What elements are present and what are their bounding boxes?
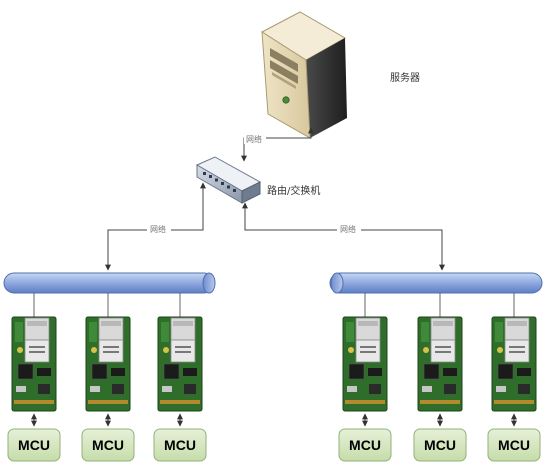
mcu-box — [338, 428, 392, 462]
ethernet-module-board-icon — [417, 316, 463, 412]
mcu-label: MCU — [498, 437, 530, 453]
module-right-2: MCU — [413, 293, 467, 462]
ethernet-module-board-icon — [11, 316, 57, 412]
server-router-link-label: 网络 — [246, 134, 262, 144]
router-label: 路由/交换机 — [267, 184, 320, 197]
router-switch-icon — [195, 156, 262, 204]
server-icon — [261, 11, 347, 139]
mcu-box — [81, 428, 135, 462]
mcu-label: MCU — [92, 437, 124, 453]
mcu-box — [7, 428, 61, 462]
module-right-3: MCU — [487, 293, 541, 462]
mcu-box — [413, 428, 467, 462]
server-label: 服务器 — [390, 71, 420, 84]
ethernet-module-board-icon — [157, 316, 203, 412]
ethernet-module-board-icon — [85, 316, 131, 412]
mcu-label: MCU — [18, 437, 50, 453]
mcu-label: MCU — [164, 437, 196, 453]
router-left-bus-link-label: 网络 — [150, 224, 166, 234]
mcu-label: MCU — [424, 437, 456, 453]
module-left-2: MCU — [81, 293, 135, 462]
module-right-1: MCU — [338, 293, 392, 462]
ethernet-module-board-icon — [491, 316, 537, 412]
mcu-box — [153, 428, 207, 462]
ethernet-module-board-icon — [342, 316, 388, 412]
module-left-1: MCU — [7, 293, 61, 462]
mcu-box — [487, 428, 541, 462]
module-left-3: MCU — [153, 293, 207, 462]
mcu-label: MCU — [349, 437, 381, 453]
router-right-bus-link — [242, 202, 445, 271]
router-right-bus-link-label: 网络 — [340, 224, 356, 234]
server-router-link — [241, 127, 314, 162]
right-network-bus — [329, 272, 543, 294]
left-network-bus — [3, 272, 216, 294]
module-columns: MCU MCU MCU MCU MCU MCU — [7, 293, 541, 462]
